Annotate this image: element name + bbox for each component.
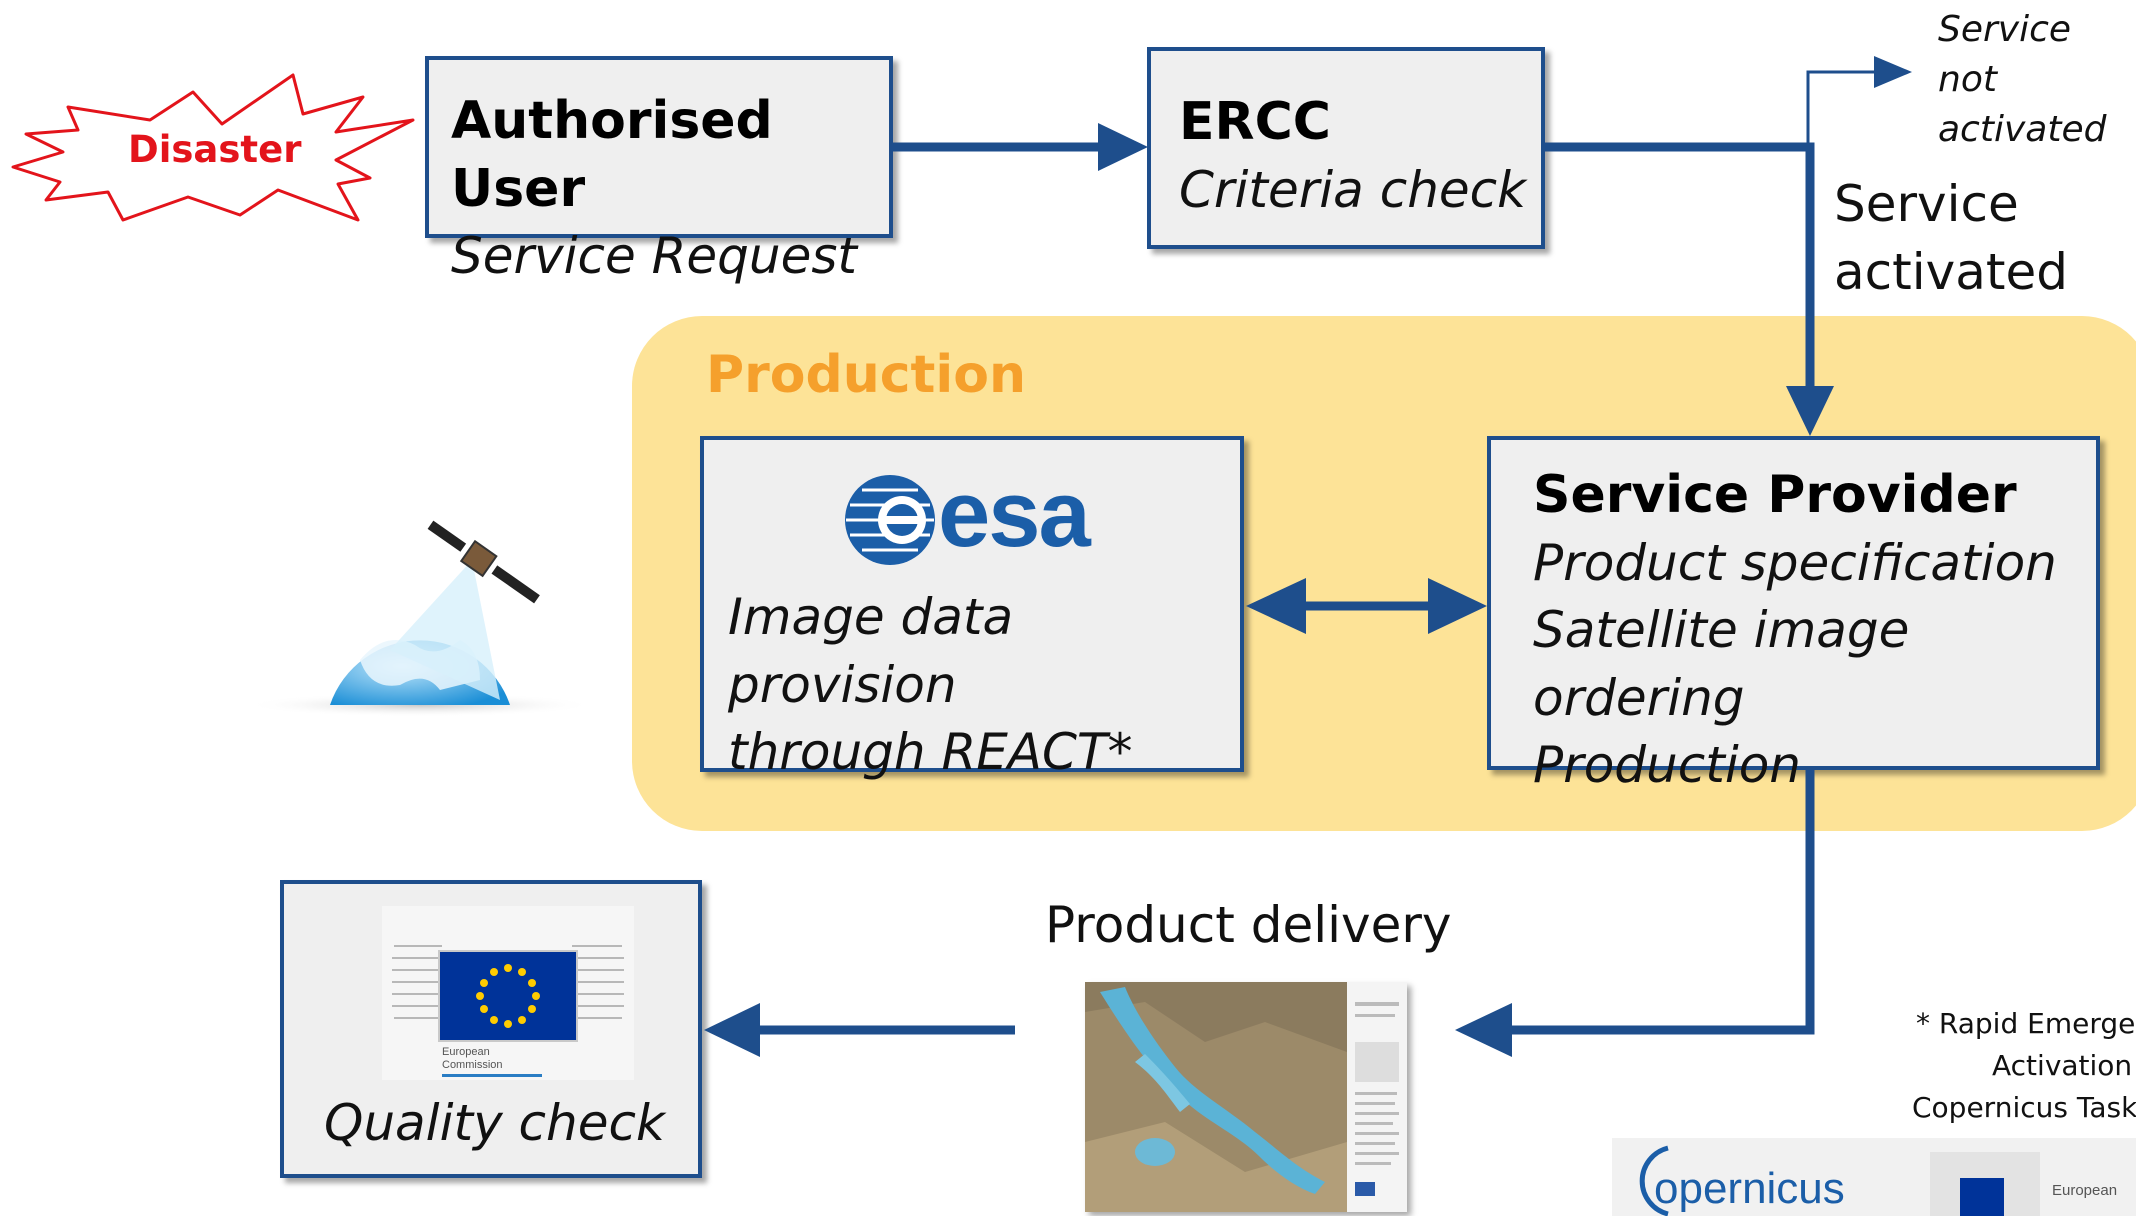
ec-small-logo — [1930, 1152, 2040, 1216]
authorised-user-box: Authorised User Service Request — [425, 56, 893, 285]
ec-logo-underline — [442, 1074, 542, 1077]
authorised-user-title: Authorised User — [451, 91, 773, 219]
eu-flag-icon — [1960, 1178, 2004, 1216]
service-provider-line-2: Satellite image ordering — [1533, 601, 1910, 727]
arrowhead-esa — [1246, 578, 1306, 634]
flood-map-image — [1085, 982, 1407, 1212]
ec-small-logo-text: European — [2052, 1182, 2118, 1199]
service-provider-line-3: Production — [1533, 736, 1801, 795]
arrow-ercc-to-provider — [1545, 142, 1815, 390]
arrow-not-activated — [1806, 70, 1876, 147]
ercc-title: ERCC — [1179, 92, 1331, 152]
arrowhead-quality — [704, 1003, 760, 1057]
copernicus-arc-icon — [1639, 1145, 1669, 1216]
arrowhead-not-activated — [1874, 56, 1912, 88]
arrowhead-provider-left — [1428, 578, 1487, 634]
service-provider-box: Service Provider Product specification S… — [1487, 436, 2100, 794]
product-map-thumbnail — [1085, 982, 1407, 1212]
ec-building-icon — [392, 945, 624, 1042]
authorised-user-subtitle: Service Request — [451, 227, 858, 286]
satellite-globe-icon — [245, 520, 595, 717]
copernicus-logo-text: opernicus — [1654, 1164, 1845, 1213]
ercc-subtitle: Criteria check — [1179, 160, 1527, 219]
arrowhead-delivery — [1455, 1003, 1512, 1057]
service-provider-line-1: Product specification — [1533, 533, 2057, 592]
footnote: * Rapid Emerge Activation Copernicus Tas… — [1912, 1007, 2136, 1124]
disaster-burst-icon — [11, 73, 415, 222]
quality-check-box: European Commission Quality check — [280, 880, 702, 1178]
quality-check-label: Quality check — [324, 1094, 665, 1152]
product-delivery-label: Product delivery — [1045, 896, 1452, 954]
arrowhead-provider — [1786, 386, 1834, 436]
esa-globe-icon — [845, 475, 935, 565]
arrowhead-ercc — [1098, 123, 1148, 171]
service-activated-label: Service activated — [1834, 175, 2068, 301]
esa-logo-text: esa — [938, 461, 1091, 566]
service-provider-title: Service Provider — [1533, 465, 2017, 525]
esa-box: esa Image data provision through REACT* — [700, 436, 1244, 781]
esa-line-1: Image data provision — [728, 588, 1014, 714]
esa-logo: esa — [840, 461, 1100, 570]
arrow-provider-to-delivery — [1510, 770, 1815, 1035]
copernicus-logo-strip: opernicus European — [1612, 1138, 2136, 1216]
disaster-label: Disaster — [128, 128, 302, 171]
esa-line-2: through REACT* — [728, 723, 1133, 781]
ec-logo-text: European Commission — [442, 1046, 503, 1071]
service-not-activated-label: Service not activated — [1938, 9, 2107, 150]
european-commission-logo: European Commission — [382, 906, 634, 1080]
production-title: Production — [706, 345, 1026, 405]
ercc-box: ERCC Criteria check — [1147, 47, 1545, 249]
